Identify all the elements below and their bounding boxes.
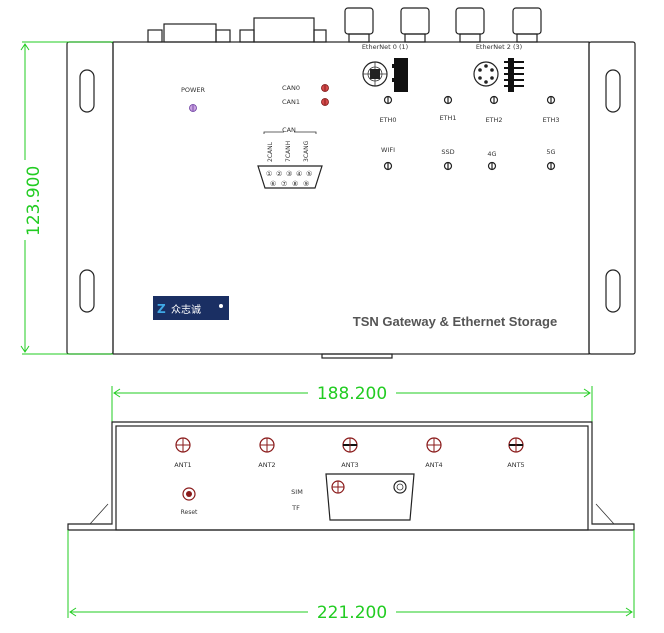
can-pins-bottom-6: ⑥	[270, 180, 276, 188]
can-pins-bottom-8: ⑧	[292, 180, 298, 188]
ssd-led	[443, 161, 453, 171]
ant1-connector	[175, 437, 191, 453]
inner-width-dimension: 188.200	[111, 384, 593, 422]
reset-label: Reset	[181, 509, 198, 516]
sim-label: SIM	[291, 488, 303, 496]
reset-button	[182, 487, 196, 501]
wifi-label: WIFI	[381, 146, 395, 154]
power-led	[189, 104, 197, 112]
eth0-label: ETH0	[379, 116, 396, 124]
left-slot-bottom	[79, 269, 95, 313]
right-slot-top	[605, 69, 621, 113]
can-pins-top-3: ③	[286, 170, 292, 178]
bottom-tab	[321, 353, 393, 359]
can-pin-7-label: 7CANH	[285, 141, 292, 162]
right-slot-bottom	[605, 269, 621, 313]
logo-text: 众志诚	[171, 303, 201, 316]
ant3-connector	[342, 437, 358, 453]
top-rf-connector-1	[344, 7, 374, 43]
tf-label: TF	[291, 504, 300, 512]
height-dimension: 123.900	[20, 41, 113, 355]
power-label: POWER	[181, 86, 206, 94]
ethernet-group-0-label: EtherNet 0 (1)	[362, 43, 408, 51]
can1-label: CAN1	[282, 98, 300, 106]
ethernet-connector-2	[473, 58, 524, 92]
can-pins-top-2: ②	[276, 170, 282, 178]
top-rf-connector-2	[400, 7, 430, 43]
eth3-led	[546, 95, 556, 105]
4g-label: 4G	[487, 150, 496, 158]
product-name: TSN Gateway & Ethernet Storage	[353, 314, 557, 329]
5g-led	[546, 161, 556, 171]
status-led-row	[383, 161, 556, 171]
ethernet-group-2-label: EtherNet 2 (3)	[476, 43, 522, 51]
sim-tf-cover	[325, 473, 415, 521]
can-pin-2-label: 2CANL	[267, 141, 274, 162]
top-edge-connectors	[147, 7, 542, 43]
can-db9-connector: CAN 2CANL 7CANH 3CANG ① ② ③ ④ ⑤ ⑥ ⑦ ⑧ ⑨	[257, 126, 323, 189]
eth3-label: ETH3	[542, 116, 559, 124]
front-right-foot	[591, 500, 615, 525]
ant2-label: ANT2	[258, 461, 275, 469]
inner-width-value: 188.200	[317, 384, 387, 404]
can-connector-title: CAN	[282, 126, 296, 134]
left-mounting-flange	[66, 41, 114, 355]
can-pin-3-label: 3CANG	[303, 140, 310, 162]
outer-width-dimension: 221.200	[67, 530, 635, 623]
eth1-label: ETH1	[439, 114, 456, 122]
outer-width-value: 221.200	[317, 603, 387, 623]
top-rf-connector-3	[455, 7, 485, 43]
can0-label: CAN0	[282, 84, 300, 92]
5g-label: 5G	[546, 148, 555, 156]
can-pins-bottom-9: ⑨	[303, 180, 309, 188]
ant4-label: ANT4	[425, 461, 442, 469]
ant5-connector	[508, 437, 524, 453]
left-slot-top	[79, 69, 95, 113]
height-value: 123.900	[24, 166, 44, 236]
logo-mark-icon: Z	[157, 302, 166, 316]
can1-led	[321, 98, 329, 106]
wifi-led	[383, 161, 393, 171]
top-rf-connector-4	[512, 7, 542, 43]
eth1-led	[443, 95, 453, 105]
front-left-foot	[89, 500, 113, 525]
can-pins-bottom-7: ⑦	[281, 180, 287, 188]
front-panel	[115, 425, 589, 531]
brand-logo: Z 众志诚	[153, 296, 229, 320]
ant3-label: ANT3	[341, 461, 358, 469]
eth2-led	[489, 95, 499, 105]
ant5-label: ANT5	[507, 461, 524, 469]
right-mounting-flange	[588, 41, 636, 355]
ssd-label: SSD	[441, 148, 454, 156]
can-pins-top-1: ①	[266, 170, 272, 178]
eth-led-row	[383, 95, 556, 105]
can-pins-top-5: ⑤	[306, 170, 312, 178]
eth2-label: ETH2	[485, 116, 502, 124]
ant4-connector	[426, 437, 442, 453]
can-pins-top-4: ④	[296, 170, 302, 178]
antenna-connectors	[175, 437, 524, 453]
ethernet-connector-0	[362, 58, 408, 92]
can0-led	[321, 84, 329, 92]
ant2-connector	[259, 437, 275, 453]
ant1-label: ANT1	[174, 461, 191, 469]
4g-led	[487, 161, 497, 171]
eth0-led	[383, 95, 393, 105]
